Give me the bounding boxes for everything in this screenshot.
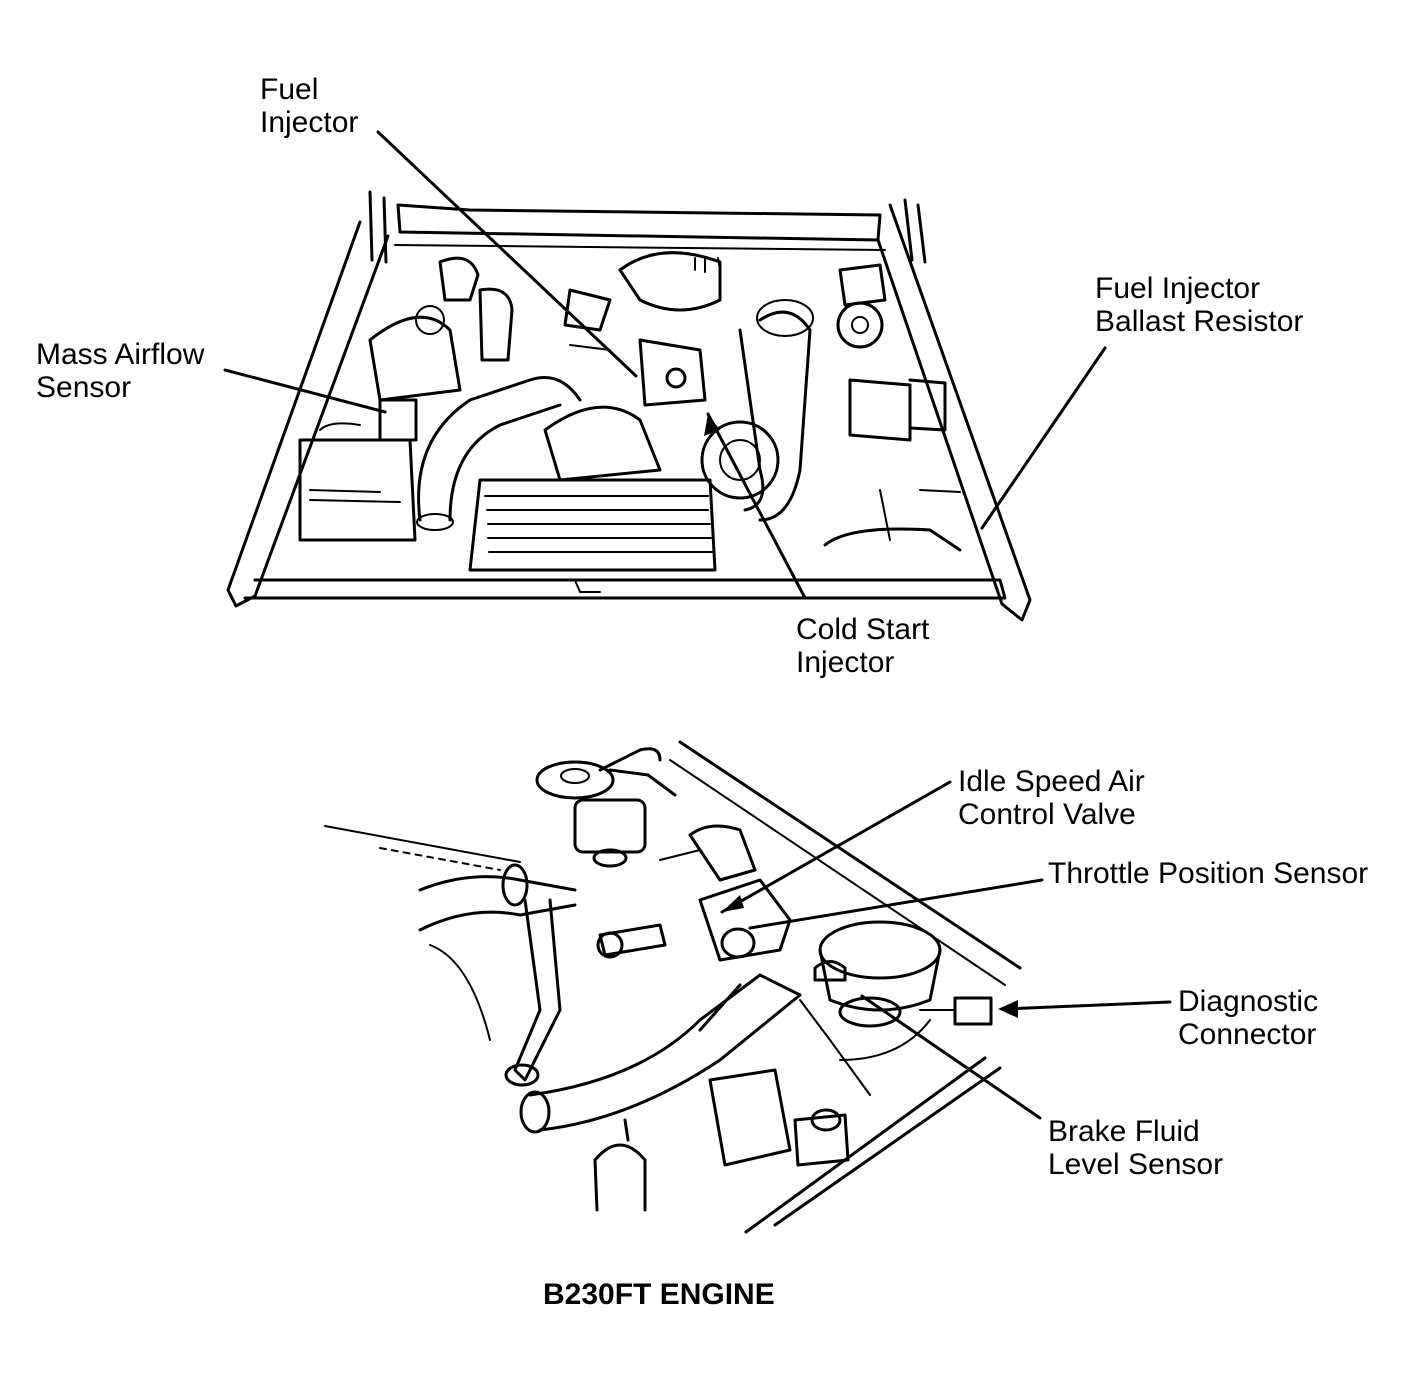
label-cold-start-injector: Cold Start Injector <box>796 613 929 679</box>
leader-fuel-injector <box>376 130 638 378</box>
leader-throttle-position <box>748 878 1044 930</box>
leader-diagnostic <box>1003 1000 1172 1011</box>
leader-idle-speed <box>720 780 952 914</box>
arrow-cold-start <box>704 414 720 436</box>
label-throttle-line1: Throttle Position Sensor <box>1048 857 1369 890</box>
label-idle-speed-line2: Control Valve <box>958 798 1136 831</box>
label-mass-airflow-line1: Mass Airflow <box>36 338 205 371</box>
leader-mass-airflow <box>223 368 387 414</box>
label-mass-airflow-line2: Sensor <box>36 371 132 404</box>
label-diagnostic-line2: Connector <box>1178 1018 1317 1051</box>
arrow-idle-speed <box>722 895 744 912</box>
label-brake-fluid-line2: Level Sensor <box>1048 1148 1224 1181</box>
label-ballast-line1: Fuel Injector <box>1095 272 1261 305</box>
leader-brake-fluid <box>860 994 1042 1120</box>
label-diagnostic-line1: Diagnostic <box>1178 985 1319 1018</box>
diagram-caption: B230FT ENGINE <box>543 1278 775 1311</box>
label-fuel-injector-line2: Injector <box>260 106 359 139</box>
engine-bay-illustration <box>226 190 1032 622</box>
leader-cold-start <box>706 412 807 600</box>
label-cold-start-line1: Cold Start <box>796 613 930 646</box>
label-cold-start-line2: Injector <box>796 646 895 679</box>
label-mass-airflow-sensor: Mass Airflow Sensor <box>36 338 204 404</box>
label-ballast-line2: Ballast Resistor <box>1095 305 1304 338</box>
label-fuel-injector-line1: Fuel <box>260 73 319 106</box>
bottom-leader-lines <box>720 780 1172 1120</box>
label-idle-speed-line1: Idle Speed Air <box>958 765 1145 798</box>
leader-ballast-resistor <box>980 346 1107 530</box>
arrow-diagnostic <box>998 1000 1018 1018</box>
label-brake-fluid-level-sensor: Brake Fluid Level Sensor <box>1048 1115 1223 1181</box>
engine-closeup-illustration <box>324 740 1022 1234</box>
label-idle-speed-air-control-valve: Idle Speed Air Control Valve <box>958 765 1145 831</box>
label-fuel-injector: Fuel Injector <box>260 73 358 139</box>
label-fuel-injector-ballast-resistor: Fuel Injector Ballast Resistor <box>1095 272 1303 338</box>
label-diagnostic-connector: Diagnostic Connector <box>1178 985 1318 1051</box>
top-leader-lines <box>223 130 1107 600</box>
label-throttle-position-sensor: Throttle Position Sensor <box>1048 857 1368 890</box>
label-brake-fluid-line1: Brake Fluid <box>1048 1115 1200 1148</box>
